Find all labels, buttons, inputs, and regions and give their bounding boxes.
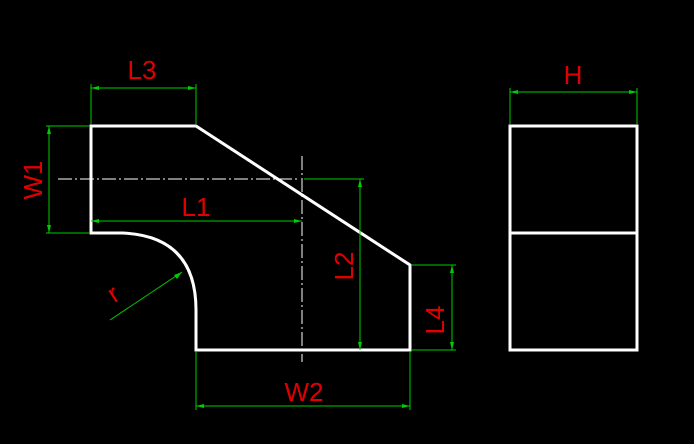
front-view [89, 124, 412, 352]
dimension-w1: W1 [18, 125, 89, 234]
w2-label: W2 [285, 377, 324, 407]
l1-arrow-left [91, 219, 99, 223]
front-view-outline [89, 124, 412, 352]
side-view-outline [508, 124, 639, 352]
h-label: H [564, 60, 583, 90]
r-leader-line [109, 271, 183, 321]
dimension-l4: L4 [412, 264, 456, 351]
h-arrow-right [629, 90, 637, 94]
l3-label: L3 [128, 55, 157, 85]
dimension-w2: W2 [195, 352, 411, 410]
r-label: r [101, 278, 125, 308]
dimension-l1: L1 [91, 192, 302, 223]
side-view [508, 124, 639, 352]
h-arrow-left [510, 90, 518, 94]
w1-label: W1 [18, 161, 48, 200]
w2-arrow-left [196, 404, 204, 408]
l4-label: L4 [420, 306, 450, 335]
l1-arrow-right [294, 219, 302, 223]
l1-label: L1 [182, 192, 211, 222]
l4-arrow-bottom [450, 342, 454, 350]
dimension-l3: L3 [90, 55, 197, 124]
l2-arrow-bottom [358, 342, 362, 350]
dimension-r: r [101, 271, 183, 321]
l2-label: L2 [329, 252, 359, 281]
l4-arrow-top [450, 265, 454, 273]
r-arrow [174, 272, 182, 279]
w1-arrow-top [47, 126, 51, 134]
w1-arrow-bottom [47, 225, 51, 233]
center-lines [58, 156, 303, 362]
dimension-l2: L2 [304, 178, 364, 350]
w2-arrow-right [402, 404, 410, 408]
l3-arrow-right [188, 86, 196, 90]
l2-arrow-top [358, 179, 362, 187]
l3-arrow-left [91, 86, 99, 90]
dimension-h: H [509, 60, 638, 124]
